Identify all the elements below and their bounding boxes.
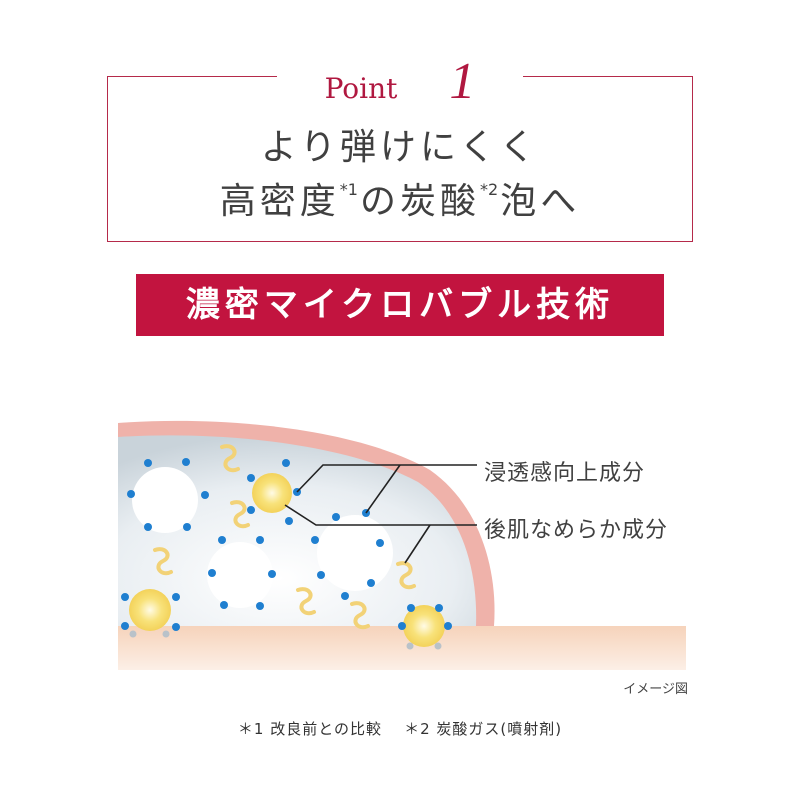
squiggle — [230, 500, 250, 529]
dot — [172, 593, 180, 601]
dot — [311, 536, 319, 544]
dot — [162, 630, 170, 638]
dot — [201, 491, 209, 499]
image-caption: イメージ図 — [623, 682, 688, 697]
dot — [434, 642, 442, 650]
squiggle — [220, 444, 240, 473]
dot — [367, 579, 375, 587]
dot — [282, 459, 290, 467]
absorbed-dots — [129, 630, 442, 650]
dot — [127, 490, 135, 498]
footnote-1: ＊1 改良前との比較 — [237, 720, 383, 738]
dot — [406, 642, 414, 650]
technology-banner: 濃密マイクロバブル技術 — [136, 274, 664, 336]
squiggle — [350, 601, 370, 630]
label-penetration-ingredient: 浸透感向上成分 — [484, 461, 646, 486]
leader-line-penetration — [296, 464, 477, 493]
dot — [172, 623, 180, 631]
dot — [376, 539, 384, 547]
leader-branch-penetration — [365, 464, 401, 514]
squiggle — [396, 561, 416, 590]
dot — [407, 604, 415, 612]
dot — [268, 570, 276, 578]
point-number: 1 — [425, 52, 500, 111]
smooth-ingredient-squiggles — [153, 444, 416, 630]
yellow-particle — [252, 473, 292, 513]
headline-text-b: の炭酸 — [359, 181, 480, 222]
bubbles — [132, 467, 393, 608]
label-smooth-ingredient: 後肌なめらか成分 — [484, 518, 669, 543]
yellow-particle — [403, 605, 445, 647]
footnote-2: ＊2 炭酸ガス(噴射剤) — [404, 720, 563, 738]
dot — [129, 630, 137, 638]
dot — [182, 458, 190, 466]
dot — [285, 517, 293, 525]
dot — [247, 474, 255, 482]
leader-line-smooth — [284, 504, 477, 526]
headline-line1: より弾けにくく — [260, 127, 540, 168]
footnote-mark-2: *2 — [480, 180, 499, 199]
dot — [332, 513, 340, 521]
dot — [144, 459, 152, 467]
dot — [121, 593, 129, 601]
squiggle — [296, 587, 316, 616]
dot — [256, 536, 264, 544]
point-word: Point — [300, 72, 422, 105]
dot — [435, 604, 443, 612]
skin-layer — [118, 626, 686, 670]
bubble — [317, 515, 393, 591]
dot — [208, 569, 216, 577]
dot — [341, 592, 349, 600]
dot — [183, 523, 191, 531]
leader-branch-smooth — [404, 524, 431, 564]
dot — [218, 536, 226, 544]
dot — [121, 622, 129, 630]
dot — [144, 523, 152, 531]
squiggle — [153, 547, 173, 576]
headline-line2: 高密度*1の炭酸*2泡へ — [107, 172, 693, 224]
dot — [256, 602, 264, 610]
yellow-particle — [129, 589, 171, 631]
bubble — [132, 467, 198, 533]
bubble — [207, 542, 273, 608]
headline-text-c: 泡へ — [500, 181, 581, 222]
headline-text-a: 高密度 — [219, 181, 340, 222]
yellow-particles — [129, 473, 445, 647]
dot — [317, 571, 325, 579]
dot — [220, 601, 228, 609]
dot — [247, 506, 255, 514]
footnote-mark-1: *1 — [339, 180, 358, 199]
footnotes: ＊1 改良前との比較 ＊2 炭酸ガス(噴射剤) — [0, 718, 800, 739]
penetration-dots — [121, 458, 452, 631]
dot — [398, 622, 406, 630]
leader-lines — [284, 464, 477, 564]
dot — [444, 622, 452, 630]
